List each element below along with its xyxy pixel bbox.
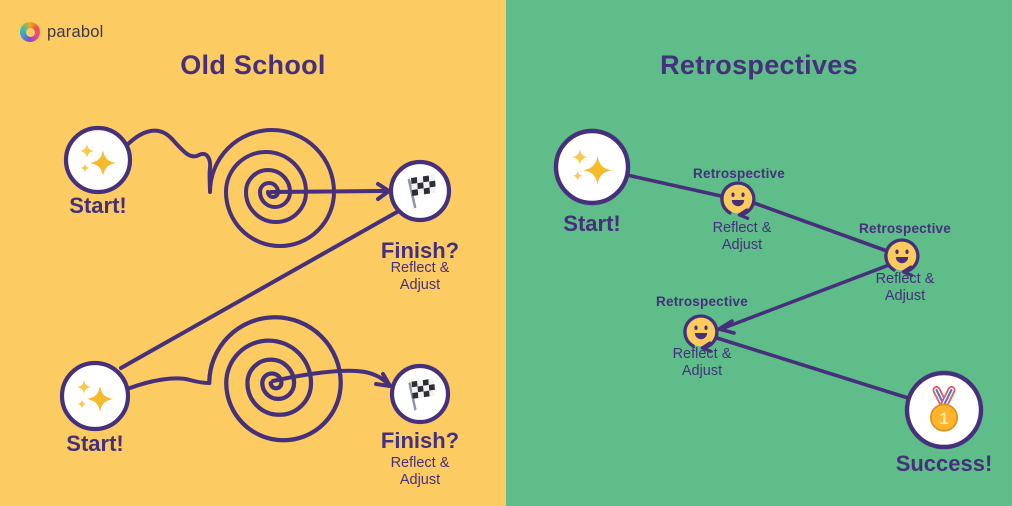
parabol-logo-icon (20, 22, 40, 42)
retro2-title: Retrospective (859, 221, 951, 236)
retrospectives-panel: Retrospectives (506, 0, 1012, 506)
arrowhead-icon-retro3 (717, 319, 736, 335)
finish-bottom-sub1: Reflect & (390, 455, 450, 471)
squiggle-path-top (124, 128, 213, 193)
finish-top-sub2: Adjust (399, 277, 441, 293)
retro1-sub2: Adjust (721, 237, 763, 253)
finish-top-label: Finish? (380, 238, 460, 263)
retro3-title: Retrospective (656, 294, 748, 309)
finish-top-sub1: Reflect & (390, 260, 450, 276)
brand-name: parabol (47, 22, 104, 41)
retro1-title: Retrospective (693, 166, 785, 181)
exit-line-bottom (271, 368, 390, 386)
line-start-to-retro1 (625, 173, 723, 198)
retro1-smiley (720, 181, 756, 221)
start-bottom-label: Start! (66, 431, 124, 456)
diagonal-restart-line (119, 210, 399, 370)
finish-bottom-label: Finish? (380, 428, 460, 453)
old-school-panel: parabol Old School (0, 0, 506, 506)
line-retro1-to-retro2 (752, 201, 889, 253)
success-label: Success! (895, 451, 993, 476)
retro2-sub1: Reflect & (875, 271, 935, 287)
retro3-sub1: Reflect & (672, 346, 732, 362)
start-top-label: Start! (69, 193, 127, 218)
finish-bottom-sub2: Adjust (399, 472, 441, 488)
old-school-drawing (59, 125, 452, 506)
retro1-sub1: Reflect & (712, 220, 772, 236)
retro2-sub2: Adjust (884, 288, 926, 304)
line-retro2-to-retro3 (719, 263, 891, 331)
arrowhead-icon-bottom (374, 372, 392, 388)
squiggle-path-bottom (128, 376, 211, 390)
spiral-doodle-top (208, 128, 336, 248)
line-retro3-to-success (715, 336, 910, 400)
start-right-label: Start! (563, 211, 621, 236)
retrospectives-drawing: 1 (553, 128, 984, 450)
left-panel-title: Old School (180, 50, 326, 80)
retro3-sub2: Adjust (681, 363, 723, 379)
right-panel-title: Retrospectives (660, 50, 858, 80)
parabol-logo: parabol (20, 22, 103, 42)
exit-line-top (269, 189, 387, 194)
